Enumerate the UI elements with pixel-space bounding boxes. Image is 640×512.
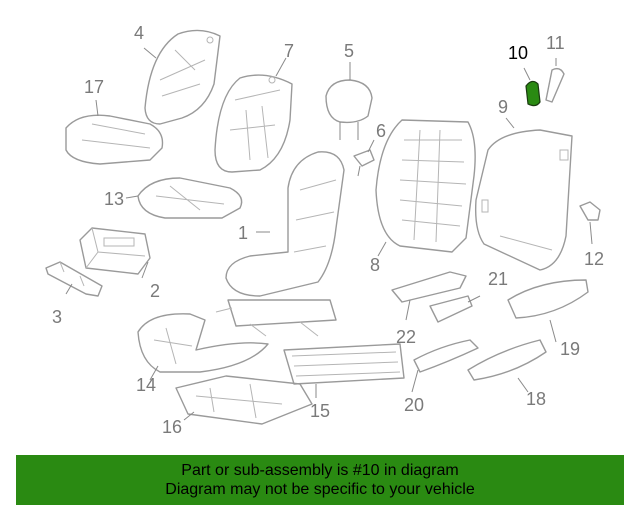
banner-line-1: Part or sub-assembly is #10 in diagram bbox=[181, 462, 459, 479]
part-12-drawing bbox=[579, 201, 601, 221]
part-4-drawing bbox=[144, 29, 221, 125]
callout-7: 7 bbox=[284, 41, 295, 61]
part-17-drawing bbox=[65, 114, 164, 165]
callout-15: 15 bbox=[310, 401, 331, 421]
part-13-drawing bbox=[137, 177, 243, 219]
part-6-drawing bbox=[353, 149, 375, 177]
callout-8: 8 bbox=[370, 255, 381, 275]
part-18-drawing bbox=[467, 339, 547, 381]
callout-9: 9 bbox=[498, 97, 509, 117]
part-8-drawing bbox=[375, 119, 476, 253]
callout-16: 16 bbox=[162, 417, 183, 437]
leader-lines bbox=[65, 47, 593, 421]
part-5-drawing bbox=[325, 79, 373, 140]
part-2-drawing bbox=[79, 227, 151, 275]
callout-2: 2 bbox=[150, 281, 161, 301]
callout-20: 20 bbox=[404, 395, 425, 415]
callout-6: 6 bbox=[376, 121, 387, 141]
callout-13: 13 bbox=[104, 189, 125, 209]
part-20-drawing bbox=[413, 339, 479, 373]
part-22-drawing bbox=[391, 271, 467, 303]
callout-11: 11 bbox=[546, 33, 565, 53]
callout-17: 17 bbox=[84, 77, 105, 97]
part-10-drawing bbox=[525, 80, 541, 107]
part-3-drawing bbox=[45, 261, 103, 297]
part-14-drawing bbox=[137, 313, 269, 373]
part-9-drawing bbox=[474, 129, 573, 271]
diagram-drawing bbox=[45, 29, 601, 425]
part-19-drawing bbox=[507, 279, 589, 319]
callout-4: 4 bbox=[134, 23, 145, 43]
callout-12: 12 bbox=[584, 249, 605, 269]
callout-10: 10 bbox=[508, 43, 529, 63]
callout-22: 22 bbox=[396, 327, 417, 347]
part-21-drawing bbox=[429, 295, 473, 323]
callout-21: 21 bbox=[488, 269, 509, 289]
callout-19: 19 bbox=[560, 339, 581, 359]
part-1-drawing bbox=[215, 151, 345, 337]
part-16-drawing bbox=[175, 375, 313, 425]
seat-parts-diagram: 4 7 17 13 1 2 3 5 6 8 9 10 11 12 14 15 1… bbox=[45, 23, 605, 437]
part-15-drawing bbox=[283, 343, 405, 385]
callout-18: 18 bbox=[526, 389, 547, 409]
callout-14: 14 bbox=[136, 375, 157, 395]
info-banner: Part or sub-assembly is #10 in diagram D… bbox=[16, 455, 624, 505]
part-11-drawing bbox=[545, 67, 565, 103]
banner-line-2: Diagram may not be specific to your vehi… bbox=[165, 481, 475, 498]
callout-5: 5 bbox=[344, 41, 355, 61]
callout-1: 1 bbox=[238, 223, 249, 243]
callout-3: 3 bbox=[52, 307, 63, 327]
part-7-drawing bbox=[214, 74, 293, 173]
